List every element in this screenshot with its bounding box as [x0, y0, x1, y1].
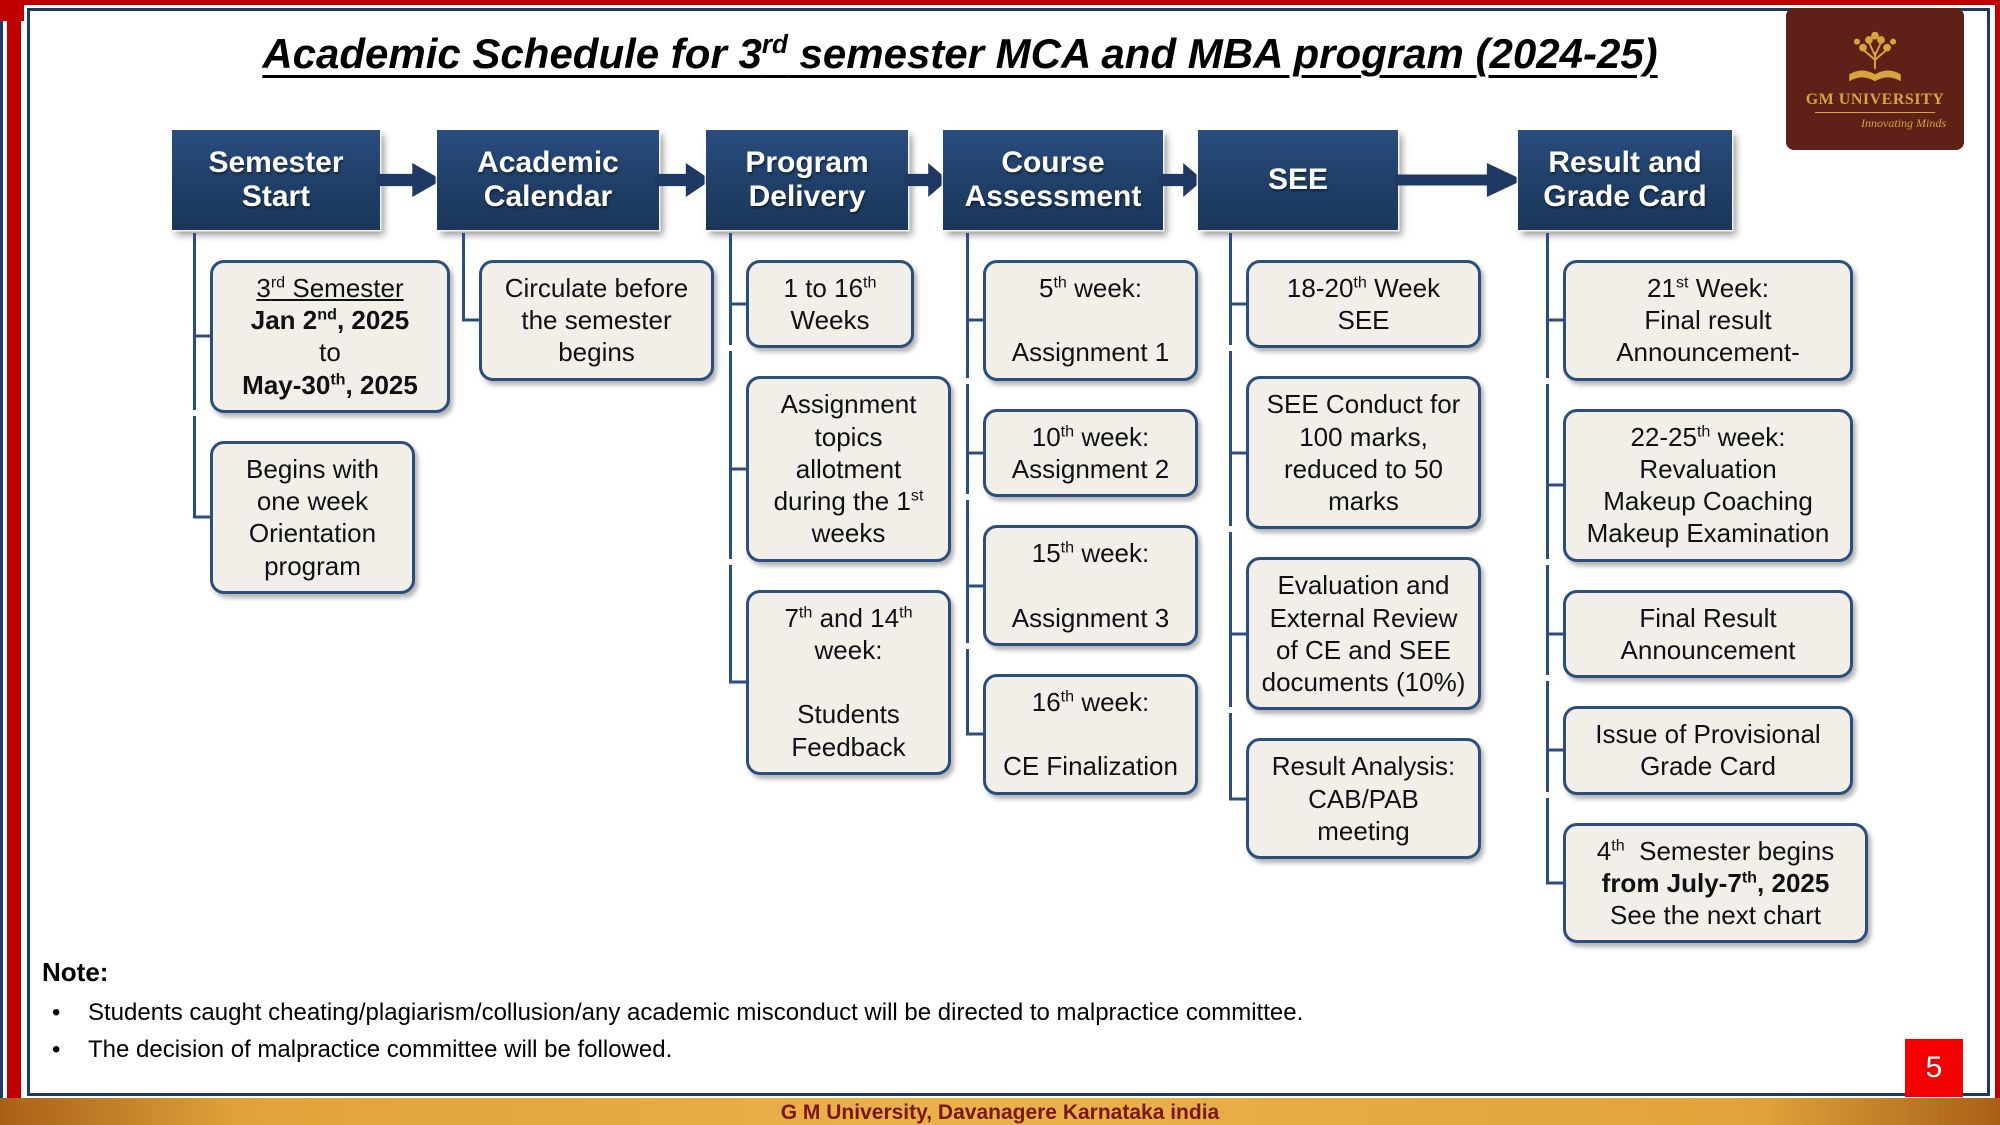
frame-bottom-navy-line [27, 1093, 1990, 1096]
frame-right-navy-line [1987, 8, 1990, 1095]
page-number: 5 [1925, 1051, 1943, 1084]
logo-tagline: Innovating Minds [1861, 116, 1946, 130]
logo-university-name: GM UNIVERSITY [1805, 91, 1945, 108]
footer-text: G M University, Davanagere Karnataka ind… [780, 1101, 1220, 1124]
flow-step-text: 15th week:Assignment 3 [1011, 538, 1170, 633]
flow-stage-children: 5th week:Assignment 1 10th week:Assignme… [943, 233, 1198, 795]
frame-left-navy-edge [0, 0, 3, 1125]
flow-step-text: 10th week:Assignment 2 [1011, 421, 1170, 484]
note-bullet-text: The decision of malpractice committee wi… [88, 1036, 673, 1064]
page-title: Academic Schedule for 3rd semester MCA a… [262, 29, 1658, 77]
note-bullet-marker: • [52, 1036, 61, 1064]
frame-right-red-line [1995, 0, 2000, 1125]
frame-top-red-line [0, 0, 2000, 5]
logo-tree-icon [1849, 31, 1901, 82]
gm-university-logo: GM UNIVERSITY Innovating Minds [1786, 8, 1964, 150]
note-bullet-item: • Students caught cheating/plagiarism/co… [42, 994, 1542, 1031]
logo-divider [1815, 112, 1935, 113]
flow-step-box: 5th week:Assignment 1 [966, 233, 1198, 381]
flow-stage-header: SEE [1198, 130, 1398, 230]
frame-corner-red-square [0, 0, 24, 21]
note-bullet-item: • The decision of malpractice committee … [42, 1031, 1542, 1068]
note-list: • Students caught cheating/plagiarism/co… [42, 994, 1542, 1068]
note-heading: Note: [42, 957, 109, 987]
flow-step-text: 16th week:CE Finalization [1003, 686, 1178, 782]
flow-step-box: 10th week:Assignment 2 [966, 383, 1198, 498]
note-bullet-marker: • [52, 999, 61, 1026]
flow-stage-label: SEE [1267, 162, 1329, 196]
note-section: Note: • Students caught cheating/plagiar… [42, 957, 1542, 1068]
flow-step-box: 16th week:CE Finalization [966, 648, 1198, 795]
frame-left-red-bar [7, 0, 21, 1125]
frame-top-navy-line [27, 8, 1990, 11]
flow-step-text: 5th week:Assignment 1 [1011, 273, 1170, 368]
flow-step-box: 15th week:Assignment 3 [966, 500, 1198, 646]
frame-left-navy-line [27, 8, 30, 1095]
footer-band: G M University, Davanagere Karnataka ind… [0, 1098, 2000, 1125]
page-number-badge: 5 [1905, 1039, 1963, 1097]
note-bullet-text: Students caught cheating/plagiarism/coll… [88, 999, 1304, 1026]
